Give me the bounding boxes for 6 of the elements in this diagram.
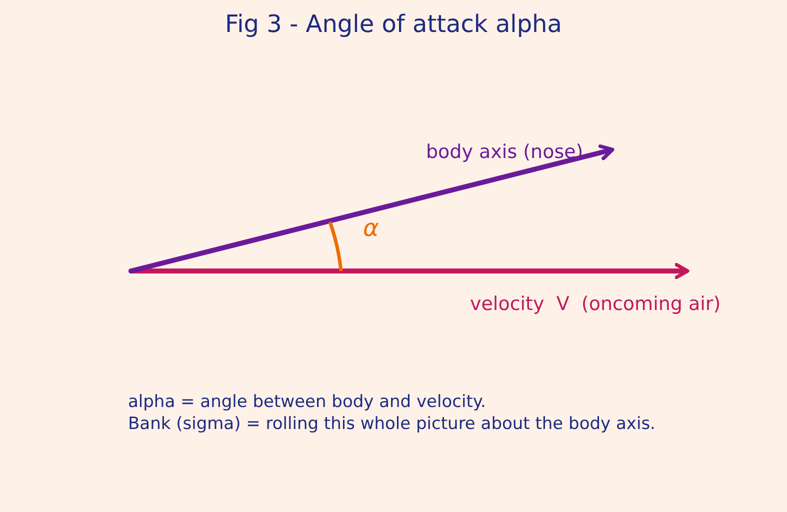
note-text: Bank (sigma) = rolling this whole picture about the body axis. [128, 414, 656, 434]
note-text: alpha = angle between body and velocity. [128, 392, 486, 412]
axis-label: body axis (nose) [426, 141, 584, 164]
diagram-title: Fig 3 - Angle of attack alpha [224, 10, 563, 38]
axis-label: velocity V (oncoming air) [470, 293, 721, 316]
angle-symbol: α [363, 214, 379, 243]
